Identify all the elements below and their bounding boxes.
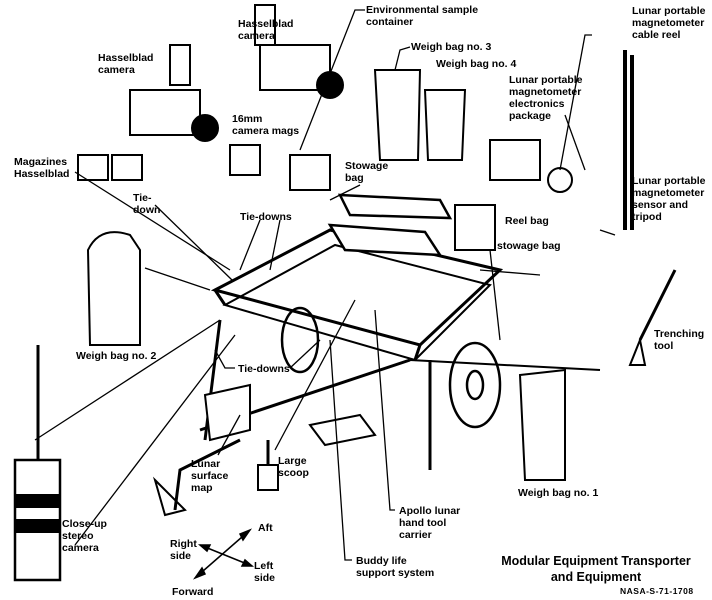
label-weigh-bag-3: Weigh bag no. 3 — [411, 41, 492, 53]
label-16mm-camera-mags: 16mm camera mags — [232, 113, 300, 137]
label-hasselblad-camera-right: Hasselblad camera — [238, 18, 294, 42]
label-weigh-bag-2: Weigh bag no. 2 — [76, 350, 157, 362]
leader-lines — [34, 9, 616, 561]
label-magnetometer-cable-reel: Lunar portable magnetometer cable reel — [632, 5, 706, 41]
figure-code: NASA-S-71-1708 — [620, 586, 694, 596]
label-hand-tool-carrier: Apollo lunar hand tool carrier — [399, 505, 461, 541]
label-trenching-tool: Trenching tool — [654, 328, 705, 352]
wheels — [280, 306, 502, 429]
compass-forward: Forward — [172, 586, 214, 598]
label-hasselblad-camera-left: Hasselblad camera — [98, 52, 154, 76]
compass-right-side: Right side — [170, 538, 197, 562]
figure-title: Modular Equipment Transporter and Equipm… — [501, 554, 691, 584]
label-buddy-life-support: Buddy life support system — [356, 555, 435, 579]
label-large-scoop: Large scoop — [278, 455, 309, 479]
label-lunar-surface-map: Lunar surface map — [191, 458, 229, 494]
compass-arrows — [192, 528, 255, 580]
label-magazines-hasselblad: Magazines Hasselblad — [14, 156, 70, 180]
misc-items — [13, 50, 677, 582]
compass-left-side: Left side — [254, 560, 276, 584]
label-weigh-bag-4: Weigh bag no. 4 — [436, 58, 517, 70]
label-environmental-sample-container: Environmental sample container — [366, 4, 479, 28]
label-stowage-bag-rear: stowage bag — [497, 240, 561, 252]
label-weigh-bag-1: Weigh bag no. 1 — [518, 487, 599, 499]
label-tie-downs-top: Tie-downs — [240, 211, 292, 223]
compass-aft: Aft — [258, 522, 273, 534]
weigh-bags — [86, 69, 566, 481]
cameras — [129, 4, 344, 142]
label-stowage-bag: Stowage bag — [345, 160, 389, 184]
label-magnetometer-electronics-package: Lunar portable magnetometer electronics … — [509, 74, 583, 122]
label-reel-bag: Reel bag — [505, 215, 549, 227]
label-tie-down: Tie- down — [133, 192, 161, 216]
label-tie-downs-bottom: Tie-downs — [238, 363, 290, 375]
label-close-up-stereo-camera: Close-up stereo camera — [62, 518, 107, 554]
label-magnetometer-sensor-tripod: Lunar portable magnetometer sensor and t… — [632, 175, 706, 223]
